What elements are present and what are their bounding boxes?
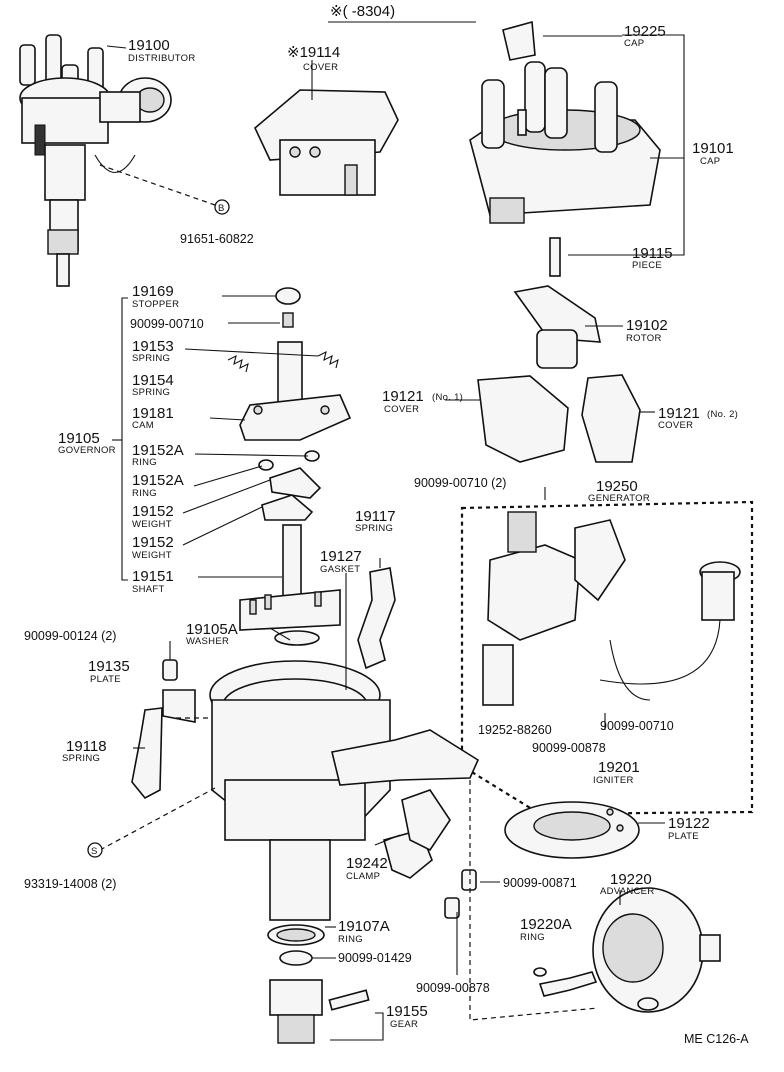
callout-19155-num: 19155	[386, 1003, 428, 1020]
callout-19122-name: PLATE	[668, 831, 699, 842]
callout-90099-00710-a: 90099-00710	[130, 317, 204, 331]
callout-19121-1-num: 19121	[382, 388, 424, 405]
generator-igniter-box	[460, 500, 754, 816]
callout-19155-name: GEAR	[390, 1019, 418, 1030]
governor-parts-illustration	[227, 287, 352, 646]
callout-90099-00878-b: 90099-00878	[416, 981, 490, 995]
callout-19151-num: 19151	[132, 568, 174, 585]
cover-19114-illustration	[254, 89, 399, 196]
callout-19127-num: 19127	[320, 548, 362, 565]
callout-93319: 93319-14008 (2)	[24, 877, 116, 891]
spring-19118-illustration	[131, 707, 163, 800]
callout-19122-num: 19122	[668, 815, 710, 832]
callout-19220A-name: RING	[520, 932, 545, 943]
callout-19101-name: CAP	[700, 156, 720, 167]
callout-19220-num: 19220	[610, 871, 652, 888]
spring-19117-illustration	[357, 567, 396, 670]
plate-19122-illustration	[504, 801, 640, 859]
callout-19250-num: 19250	[596, 478, 638, 495]
distributor-assembly-illustration	[19, 34, 172, 287]
callout-90099-00124: 90099-00124 (2)	[24, 629, 116, 643]
callout-19114-name: COVER	[303, 62, 338, 73]
leader-lines	[99, 34, 685, 1041]
footer-code: ME C126-A	[684, 1032, 749, 1046]
callout-19169-num: 19169	[132, 283, 174, 300]
callout-19250-name: GENERATOR	[588, 493, 650, 504]
distributor-cap-illustration	[469, 20, 661, 277]
callout-19100-num: 19100	[128, 37, 170, 54]
callout-19225-num: 19225	[624, 23, 666, 40]
callout-19121-2-qual: (No. 2)	[707, 409, 738, 420]
callout-19117-num: 19117	[355, 508, 396, 525]
callout-19127-name: GASKET	[320, 564, 360, 575]
advancer-19220-illustration	[533, 887, 721, 1013]
callout-19220A-num: 19220A	[520, 916, 572, 933]
callout-90099-00710-c: 90099-00710	[600, 719, 674, 733]
badge-b: B	[214, 199, 230, 215]
callout-19118-num: 19118	[66, 738, 107, 755]
callout-19152A-1-name: RING	[132, 457, 157, 468]
svg-text:B: B	[218, 203, 225, 214]
callout-19101-num: 19101	[692, 140, 734, 157]
badge-s: S	[87, 842, 103, 858]
covers-19121-illustration	[477, 374, 641, 463]
callout-90099-00878-a: 90099-00878	[532, 741, 606, 755]
callout-19153-num: 19153	[132, 338, 174, 355]
callout-19154-num: 19154	[132, 372, 174, 389]
callout-19225-name: CAP	[624, 38, 644, 49]
callout-91651-num: 91651-60822	[180, 232, 254, 246]
callout-19181-name: CAM	[132, 420, 154, 431]
callout-19114-num: ※19114	[287, 44, 340, 61]
callout-19152A-1-num: 19152A	[132, 442, 184, 459]
callout-19135-num: 19135	[88, 658, 130, 675]
clamp-19242-illustration	[383, 789, 451, 879]
callout-19135-name: PLATE	[90, 674, 121, 685]
callout-90099-00710-b: 90099-00710 (2)	[414, 476, 506, 490]
housing-illustration	[209, 660, 480, 921]
callout-19107A-num: 19107A	[338, 918, 390, 935]
callout-19121-1-qual: (No. 1)	[432, 392, 463, 403]
svg-text:S: S	[91, 846, 98, 857]
callout-90099-00871: 90099-00871	[503, 876, 577, 890]
callout-19152A-2-num: 19152A	[132, 472, 184, 489]
callout-19105-num: 19105	[58, 430, 100, 447]
callout-19100-name: DISTRIBUTOR	[128, 53, 196, 64]
callout-19242-name: CLAMP	[346, 871, 380, 882]
header-title: ※( -8304)	[330, 3, 395, 20]
callout-19121-1-name: COVER	[384, 404, 419, 415]
callout-19152-2-name: WEIGHT	[132, 550, 172, 561]
rotor-illustration	[513, 285, 602, 369]
callout-19121-2-num: 19121	[658, 405, 700, 422]
callout-19105A-num: 19105A	[186, 621, 238, 638]
callout-19152A-2-name: RING	[132, 488, 157, 499]
callout-19102-num: 19102	[626, 317, 668, 334]
callout-19115-name: PIECE	[632, 260, 662, 271]
callout-19105-name: GOVERNOR	[58, 445, 116, 456]
plate-19135-illustration	[162, 659, 196, 723]
callout-19152-1-num: 19152	[132, 503, 174, 520]
callout-19201-name: IGNITER	[593, 775, 634, 786]
callout-19151-name: SHAFT	[132, 584, 165, 595]
callout-19154-name: SPRING	[132, 387, 170, 398]
callout-19117-name: SPRING	[355, 523, 393, 534]
callout-19152-1-name: WEIGHT	[132, 519, 172, 530]
callout-19118-name: SPRING	[62, 753, 100, 764]
callout-19169-name: STOPPER	[132, 299, 179, 310]
callout-19121-2-name: COVER	[658, 420, 693, 431]
callout-19220-name: ADVANCER	[600, 886, 654, 897]
callout-19252: 19252-88260	[478, 723, 552, 737]
bottom-parts-illustration	[267, 869, 477, 1044]
callout-19201-num: 19201	[598, 759, 640, 776]
callout-19153-name: SPRING	[132, 353, 170, 364]
callout-19102-name: ROTOR	[626, 333, 662, 344]
callout-90099-01429: 90099-01429	[338, 951, 412, 965]
callout-19152-2-num: 19152	[132, 534, 174, 551]
callout-19181-num: 19181	[132, 405, 174, 422]
callout-19115-num: 19115	[632, 245, 673, 262]
callout-19107A-name: RING	[338, 934, 363, 945]
callout-19105A-name: WASHER	[186, 636, 229, 647]
callout-19242-num: 19242	[346, 855, 388, 872]
